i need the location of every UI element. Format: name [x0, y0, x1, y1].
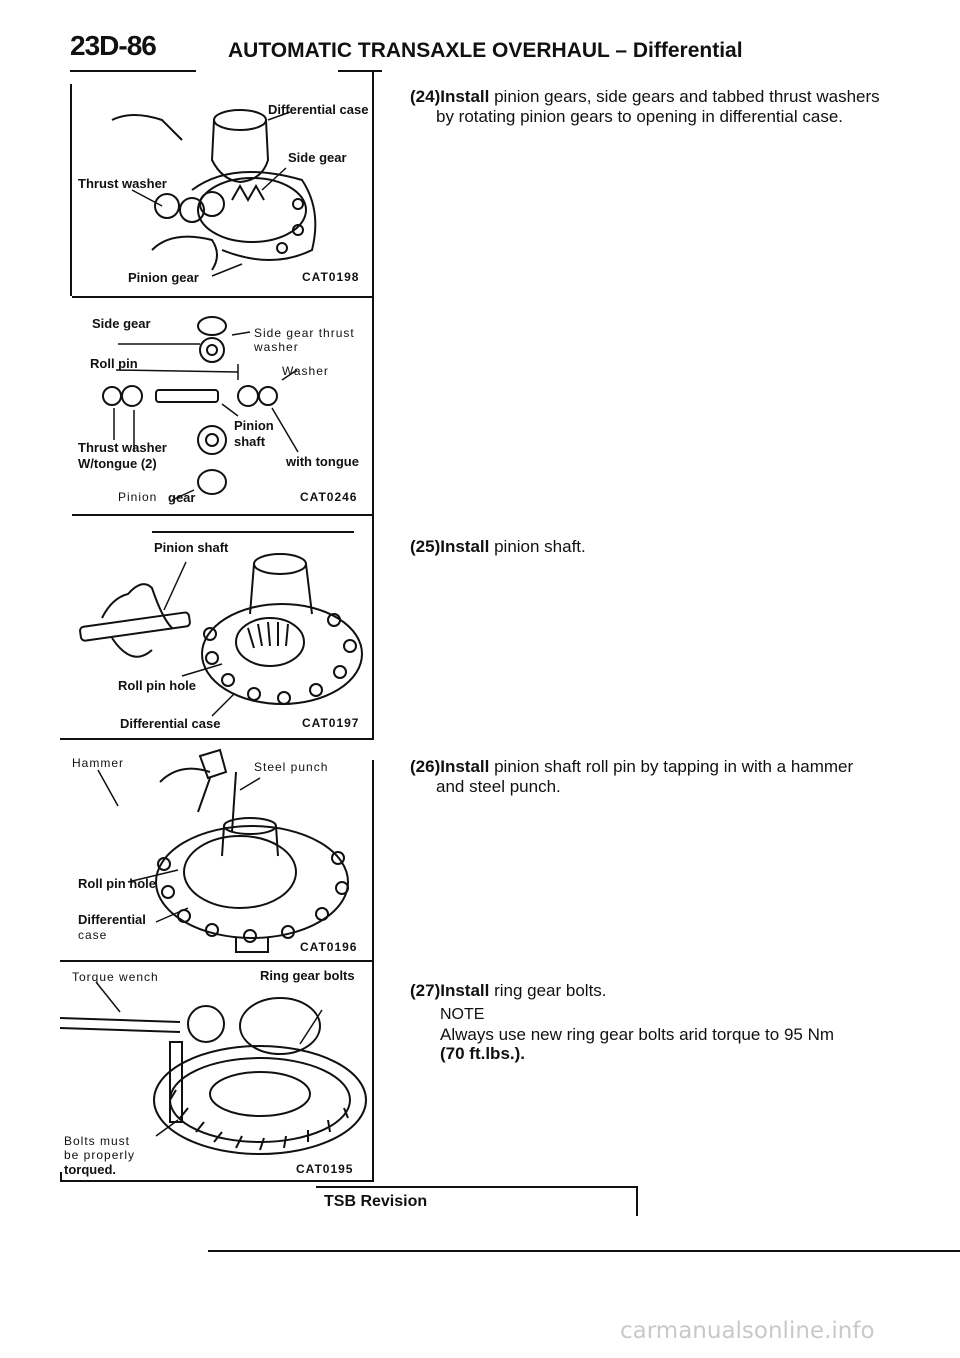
- figure-code: CAT0246: [300, 490, 358, 504]
- tsb-revision-box: TSB Revision: [316, 1186, 638, 1216]
- watermark: carmanualsonline.info: [620, 1318, 875, 1344]
- label-roll-pin-hole: Roll pin hole: [118, 678, 196, 693]
- label-torqued: torqued.: [64, 1162, 116, 1177]
- fig-divider-2: [72, 514, 372, 516]
- step-24-cont: by rotating pinion gears to opening in d…: [436, 107, 844, 126]
- step-number: (25)Install: [410, 537, 490, 556]
- label-be-properly: be properly: [64, 1148, 136, 1162]
- page-title: AUTOMATIC TRANSAXLE OVERHAUL – Different…: [228, 39, 743, 62]
- label-hammer: Hammer: [72, 756, 125, 770]
- label-differential-case: Differential case: [120, 716, 221, 731]
- fig-divider-4: [60, 960, 374, 962]
- note-text: Always use new ring gear bolts arid torq…: [440, 1025, 835, 1044]
- label-differential-case: Differential case: [268, 102, 369, 117]
- label-thrust-washer: Thrust washer: [78, 176, 167, 191]
- label-differential: Differential: [78, 912, 146, 927]
- label-side-gear-thrust: Side gear thrust: [254, 326, 355, 340]
- step-26-cont: and steel punch.: [436, 777, 561, 796]
- column-divider: [372, 72, 374, 738]
- step-text: pinion gears, side gears and tabbed thru…: [489, 87, 880, 106]
- header-rule-mid: [338, 70, 382, 72]
- label-roll-pin-hole: Roll pin hole: [78, 876, 156, 891]
- figure-exploded-parts: Side gear Side gear thrust washer Roll p…: [72, 300, 372, 514]
- tsb-revision-label: TSB Revision: [324, 1193, 428, 1210]
- label-thrust-washer: Thrust washer: [78, 440, 167, 455]
- label-bolts-must: Bolts must: [64, 1134, 131, 1148]
- figure-code: CAT0195: [296, 1162, 354, 1176]
- label-pinion-shaft: Pinion shaft: [154, 540, 229, 555]
- header-rule-left: [70, 70, 196, 72]
- figure-code: CAT0196: [300, 940, 358, 954]
- label-w-tongue: W/tongue (2): [78, 456, 157, 471]
- label-washer-line: washer: [254, 340, 299, 354]
- figure-code: CAT0197: [302, 716, 360, 730]
- step-27: (27)Install ring gear bolts.: [410, 980, 607, 1001]
- figure-differential-case: Differential case Side gear Thrust washe…: [72, 80, 372, 296]
- label-roll-pin: Roll pin: [90, 356, 138, 371]
- label-side-gear: Side gear: [92, 316, 151, 331]
- fig-divider-5: [60, 1180, 374, 1182]
- label-shaft: shaft: [234, 434, 266, 449]
- fig-divider-3: [60, 738, 374, 740]
- step-24: (24)Install pinion gears, side gears and…: [410, 86, 880, 107]
- label-torque-wench: Torque wench: [72, 970, 159, 984]
- step-text: pinion shaft.: [489, 537, 586, 556]
- step-number: (27)Install: [410, 981, 490, 1000]
- note-text-cont: (70 ft.lbs.).: [440, 1044, 526, 1063]
- label-pinion-gear: Pinion gear: [128, 270, 199, 285]
- left-frame: [70, 84, 72, 296]
- label-gear-word: gear: [168, 490, 196, 505]
- fig-divider-1: [72, 296, 372, 298]
- column-divider-lower: [372, 760, 374, 1180]
- label-case: case: [78, 928, 108, 942]
- label-with-tongue: with tongue: [286, 454, 359, 469]
- step-text: ring gear bolts.: [489, 981, 607, 1000]
- figure-hammer-punch: Hammer Steel punch Roll pin hole Differe…: [60, 742, 372, 960]
- step-26: (26)Install pinion shaft roll pin by tap…: [410, 756, 853, 777]
- note-heading: NOTE: [440, 1006, 485, 1023]
- figure-torque-ring-gear: Torque wench Ring gear bolts Bolts must …: [60, 964, 372, 1180]
- step-number: (24)Install: [410, 87, 490, 106]
- step-text: pinion shaft roll pin by tapping in with…: [489, 757, 854, 776]
- label-side-gear: Side gear: [288, 150, 347, 165]
- label-washer: Washer: [282, 364, 329, 378]
- footer-rule: [208, 1250, 960, 1252]
- label-pinion-word: Pinion: [118, 490, 158, 504]
- figure-pinion-shaft: Pinion shaft Roll pin hole Differential …: [72, 518, 372, 738]
- figure-code: CAT0198: [302, 270, 360, 284]
- label-steel-punch: Steel punch: [254, 760, 329, 774]
- label-ring-gear-bolts: Ring gear bolts: [260, 968, 355, 983]
- section-code: 23D-86: [70, 30, 157, 61]
- step-25: (25)Install pinion shaft.: [410, 536, 586, 557]
- left-frame-lower: [60, 1172, 62, 1182]
- label-pinion: Pinion: [234, 418, 274, 433]
- step-number: (26)Install: [410, 757, 490, 776]
